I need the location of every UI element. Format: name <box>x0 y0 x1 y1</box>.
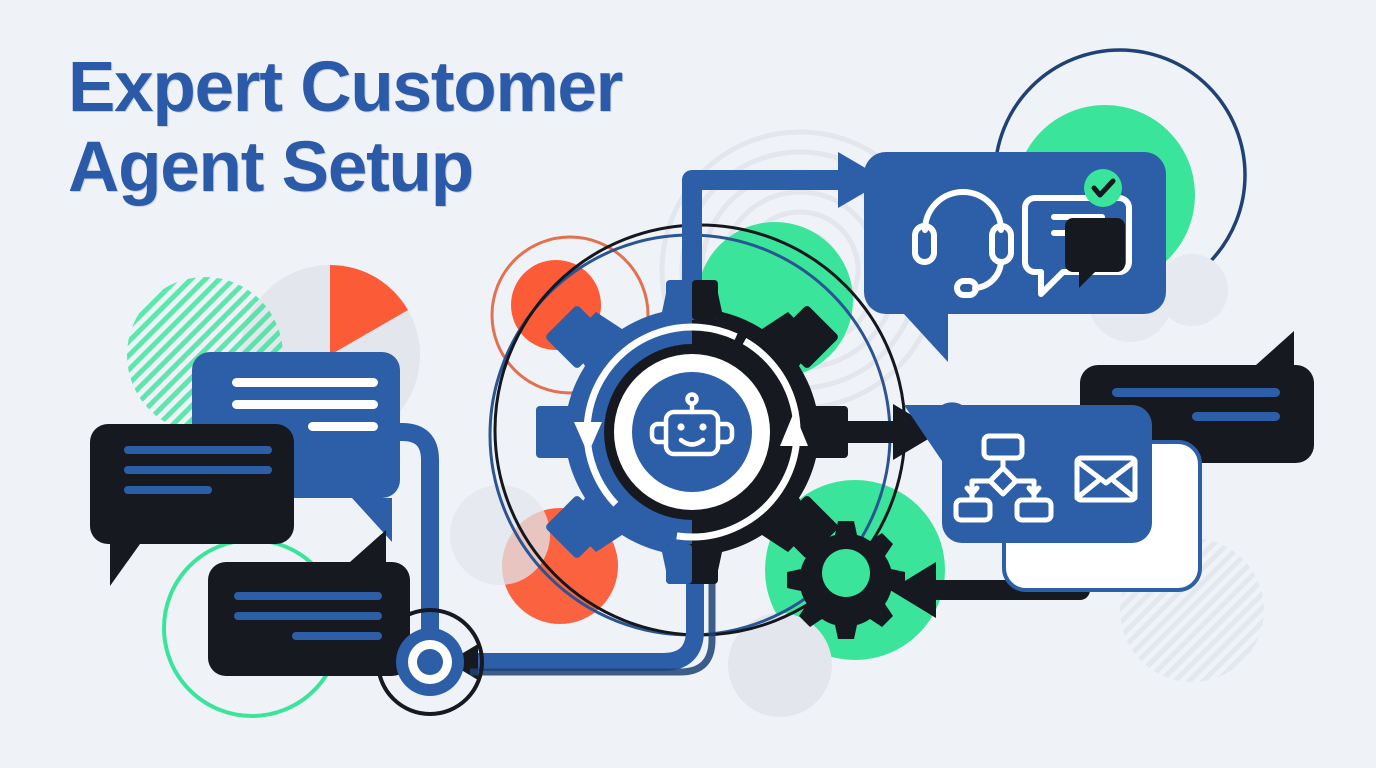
envelope-icon <box>1074 455 1138 503</box>
bubble-shape <box>90 424 294 586</box>
bubble-text-line <box>234 612 382 620</box>
bubble-text-line <box>124 446 272 454</box>
bubble-text-line <box>1192 412 1280 421</box>
cycle-arrow-down <box>574 422 602 454</box>
bubble-text-line <box>234 592 382 600</box>
connector-routing-to-gear-arrowhead <box>890 562 936 618</box>
grey-circle-topright <box>1156 254 1228 326</box>
bubble-text-line <box>308 422 378 431</box>
bubble-text-line <box>124 486 212 494</box>
routing-card-shape <box>904 402 1152 543</box>
message-bubble-dark-bottom[interactable] <box>208 530 410 676</box>
agent-hub[interactable] <box>536 280 848 584</box>
loop-node-outline <box>376 608 484 716</box>
chat-bubble-dark-icon <box>1065 218 1125 288</box>
grey-circle-mid <box>450 485 550 585</box>
loop-node-core <box>417 649 443 675</box>
bubble-text-line <box>124 466 272 474</box>
connector-hub-to-loop-shadow <box>470 558 716 676</box>
check-badge-icon <box>1084 169 1122 207</box>
flowchart-icon <box>953 433 1054 523</box>
orange-arc <box>330 264 408 355</box>
settings-gear-center <box>822 549 870 597</box>
bubble-text-line <box>1112 388 1280 397</box>
support-card-shape <box>864 152 1166 362</box>
hub-badge[interactable] <box>632 372 752 492</box>
cycle-arrow-up <box>780 412 808 446</box>
bubble-text-line <box>232 400 378 409</box>
connector-hub-to-support-arrowhead <box>838 152 886 208</box>
connector-hub-to-routing-arrowhead <box>893 404 940 460</box>
routing-automation-card[interactable] <box>904 402 1152 543</box>
connector-hub-to-support <box>682 170 845 300</box>
message-bubble-dark-left[interactable] <box>90 424 294 586</box>
support-channel-card[interactable] <box>864 152 1166 362</box>
orange-ring <box>490 235 650 395</box>
headset-icon <box>912 189 1014 298</box>
loop-node[interactable] <box>376 608 484 716</box>
bubble-text-line <box>232 378 378 387</box>
settings-gear-node[interactable] <box>787 521 905 639</box>
bubble-text-line <box>292 632 382 640</box>
grey-circle-bottom <box>728 613 832 717</box>
connector-loop-to-bubbles <box>300 423 439 640</box>
connector-hub-to-loop <box>470 558 704 671</box>
robot-face-icon <box>649 392 735 457</box>
